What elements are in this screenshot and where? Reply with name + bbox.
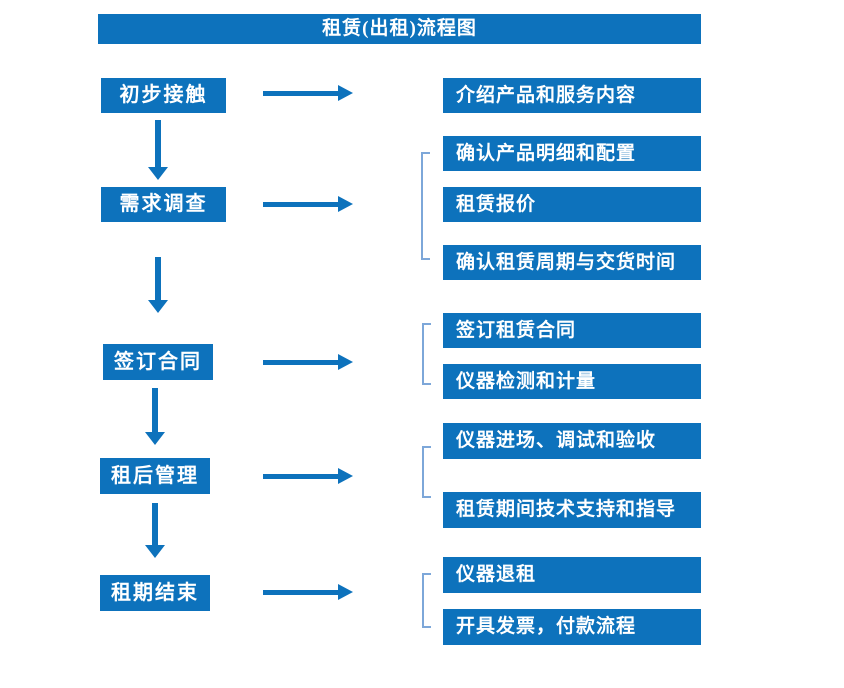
right-arrow-demand-survey bbox=[263, 195, 353, 213]
output-box-invoice-payment: 开具发票，付款流程 bbox=[443, 609, 701, 645]
output-box-instrument-testing-calibration: 仪器检测和计量 bbox=[443, 364, 701, 399]
right-arrow-lease-end bbox=[263, 583, 353, 601]
output-box-instrument-return: 仪器退租 bbox=[443, 557, 701, 593]
right-arrow-sign-contract bbox=[263, 353, 353, 371]
step-box-post-rental-management: 租后管理 bbox=[100, 458, 210, 494]
arrow-shaft bbox=[263, 201, 338, 207]
arrow-shaft bbox=[155, 257, 161, 300]
step-box-initial-contact: 初步接触 bbox=[101, 78, 226, 113]
arrow-head-icon bbox=[148, 300, 168, 313]
down-arrow-step3-step4 bbox=[144, 388, 166, 445]
output-box-rental-quote: 租赁报价 bbox=[443, 187, 701, 222]
flowchart-title: 租赁(出租)流程图 bbox=[98, 14, 701, 44]
output-box-instrument-setup-acceptance: 仪器进场、调试和验收 bbox=[443, 423, 701, 459]
arrow-shaft bbox=[263, 90, 338, 96]
step-box-sign-contract: 签订合同 bbox=[103, 344, 213, 380]
arrow-head-icon bbox=[338, 468, 353, 484]
output-box-confirm-rental-period-delivery: 确认租赁周期与交货时间 bbox=[443, 245, 701, 280]
arrow-head-icon bbox=[145, 545, 165, 558]
down-arrow-step4-step5 bbox=[144, 503, 166, 558]
arrow-head-icon bbox=[338, 354, 353, 370]
step-box-lease-end: 租期结束 bbox=[100, 575, 210, 611]
arrow-shaft bbox=[263, 359, 338, 365]
output-box-sign-rental-contract: 签订租赁合同 bbox=[443, 313, 701, 348]
arrow-head-icon bbox=[148, 167, 168, 180]
down-arrow-step1-step2 bbox=[147, 120, 169, 180]
right-arrow-post-rental-management bbox=[263, 467, 353, 485]
arrow-head-icon bbox=[338, 85, 353, 101]
right-arrow-initial-contact bbox=[263, 84, 353, 102]
bracket-lease-end-outputs bbox=[422, 573, 431, 628]
bracket-sign-contract-outputs bbox=[422, 323, 431, 385]
arrow-shaft bbox=[263, 589, 338, 595]
arrow-shaft bbox=[152, 503, 158, 545]
output-box-rental-tech-support: 租赁期间技术支持和指导 bbox=[443, 492, 701, 528]
arrow-head-icon bbox=[338, 196, 353, 212]
down-arrow-step2-step3 bbox=[147, 257, 169, 313]
arrow-head-icon bbox=[145, 432, 165, 445]
bracket-post-rental-outputs bbox=[422, 446, 431, 498]
bracket-demand-survey-outputs bbox=[421, 152, 430, 260]
arrow-shaft bbox=[152, 388, 158, 432]
arrow-shaft bbox=[263, 473, 338, 479]
arrow-head-icon bbox=[338, 584, 353, 600]
output-box-confirm-product-details: 确认产品明细和配置 bbox=[443, 136, 701, 171]
arrow-shaft bbox=[155, 120, 161, 167]
output-box-introduce-products-services: 介绍产品和服务内容 bbox=[443, 78, 701, 113]
step-box-demand-survey: 需求调查 bbox=[101, 187, 226, 222]
